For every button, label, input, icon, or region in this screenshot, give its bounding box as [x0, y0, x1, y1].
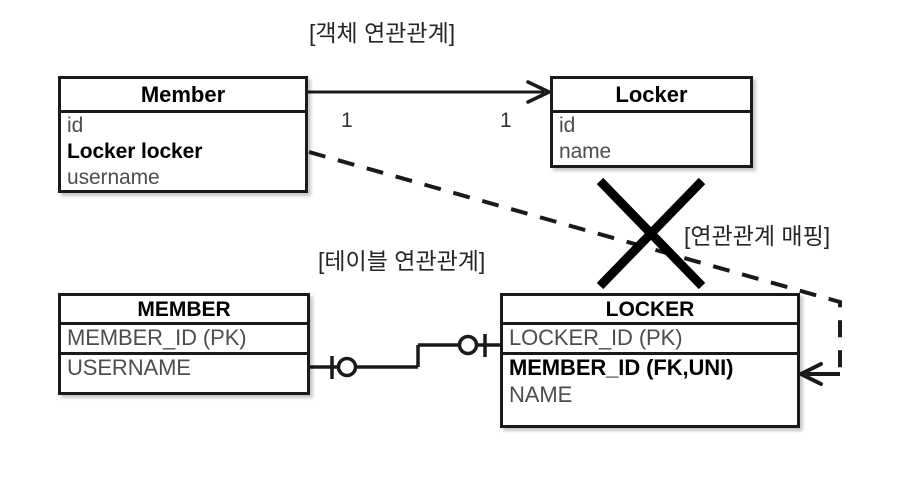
entity-field: id	[559, 114, 576, 137]
entity-fields-locker: id name	[553, 113, 750, 165]
table-box-locker[interactable]: LOCKER LOCKER_ID (PK) MEMBER_ID (FK,UNI)…	[500, 293, 800, 428]
entity-box-locker[interactable]: Locker id name	[550, 76, 753, 168]
entity-field: id	[67, 114, 84, 137]
table-title-locker: LOCKER	[503, 296, 797, 325]
table-compartment: USERNAME	[61, 352, 307, 382]
table-column: LOCKER_ID (PK)	[509, 325, 683, 350]
arrowhead-icon	[799, 362, 823, 386]
entity-box-member[interactable]: Member id Locker locker username	[58, 76, 308, 193]
zero-circle-icon	[457, 334, 479, 356]
entity-field: username	[67, 166, 160, 189]
table-column: MEMBER_ID (FK,UNI)	[509, 355, 734, 380]
object-reference-connector	[308, 80, 551, 104]
zero-circle-icon	[336, 356, 358, 378]
entity-field: Locker locker	[67, 140, 203, 163]
table-compartment: MEMBER_ID (FK,UNI) NAME	[503, 352, 797, 409]
table-compartment: LOCKER_ID (PK)	[503, 325, 797, 352]
entity-title-locker: Locker	[553, 79, 750, 113]
caption-table-association: [테이블 연관관계]	[318, 248, 486, 274]
entity-fields-member: id Locker locker username	[61, 113, 305, 191]
table-foreign-key-connector	[310, 334, 500, 379]
arrowhead-icon	[526, 80, 551, 104]
table-column: USERNAME	[67, 355, 191, 380]
multiplicity-target: 1	[500, 109, 512, 132]
caption-object-association: [객체 연관관계]	[309, 20, 456, 46]
table-column: NAME	[509, 382, 573, 407]
table-title-member: MEMBER	[61, 296, 307, 325]
entity-field: name	[559, 140, 612, 163]
table-compartment: MEMBER_ID (PK)	[61, 325, 307, 352]
multiplicity-source: 1	[341, 109, 353, 132]
caption-association-mapping: [연관관계 매핑]	[684, 223, 831, 249]
table-column: MEMBER_ID (PK)	[67, 325, 247, 350]
table-box-member[interactable]: MEMBER MEMBER_ID (PK) USERNAME	[58, 293, 310, 395]
entity-title-member: Member	[61, 79, 305, 113]
